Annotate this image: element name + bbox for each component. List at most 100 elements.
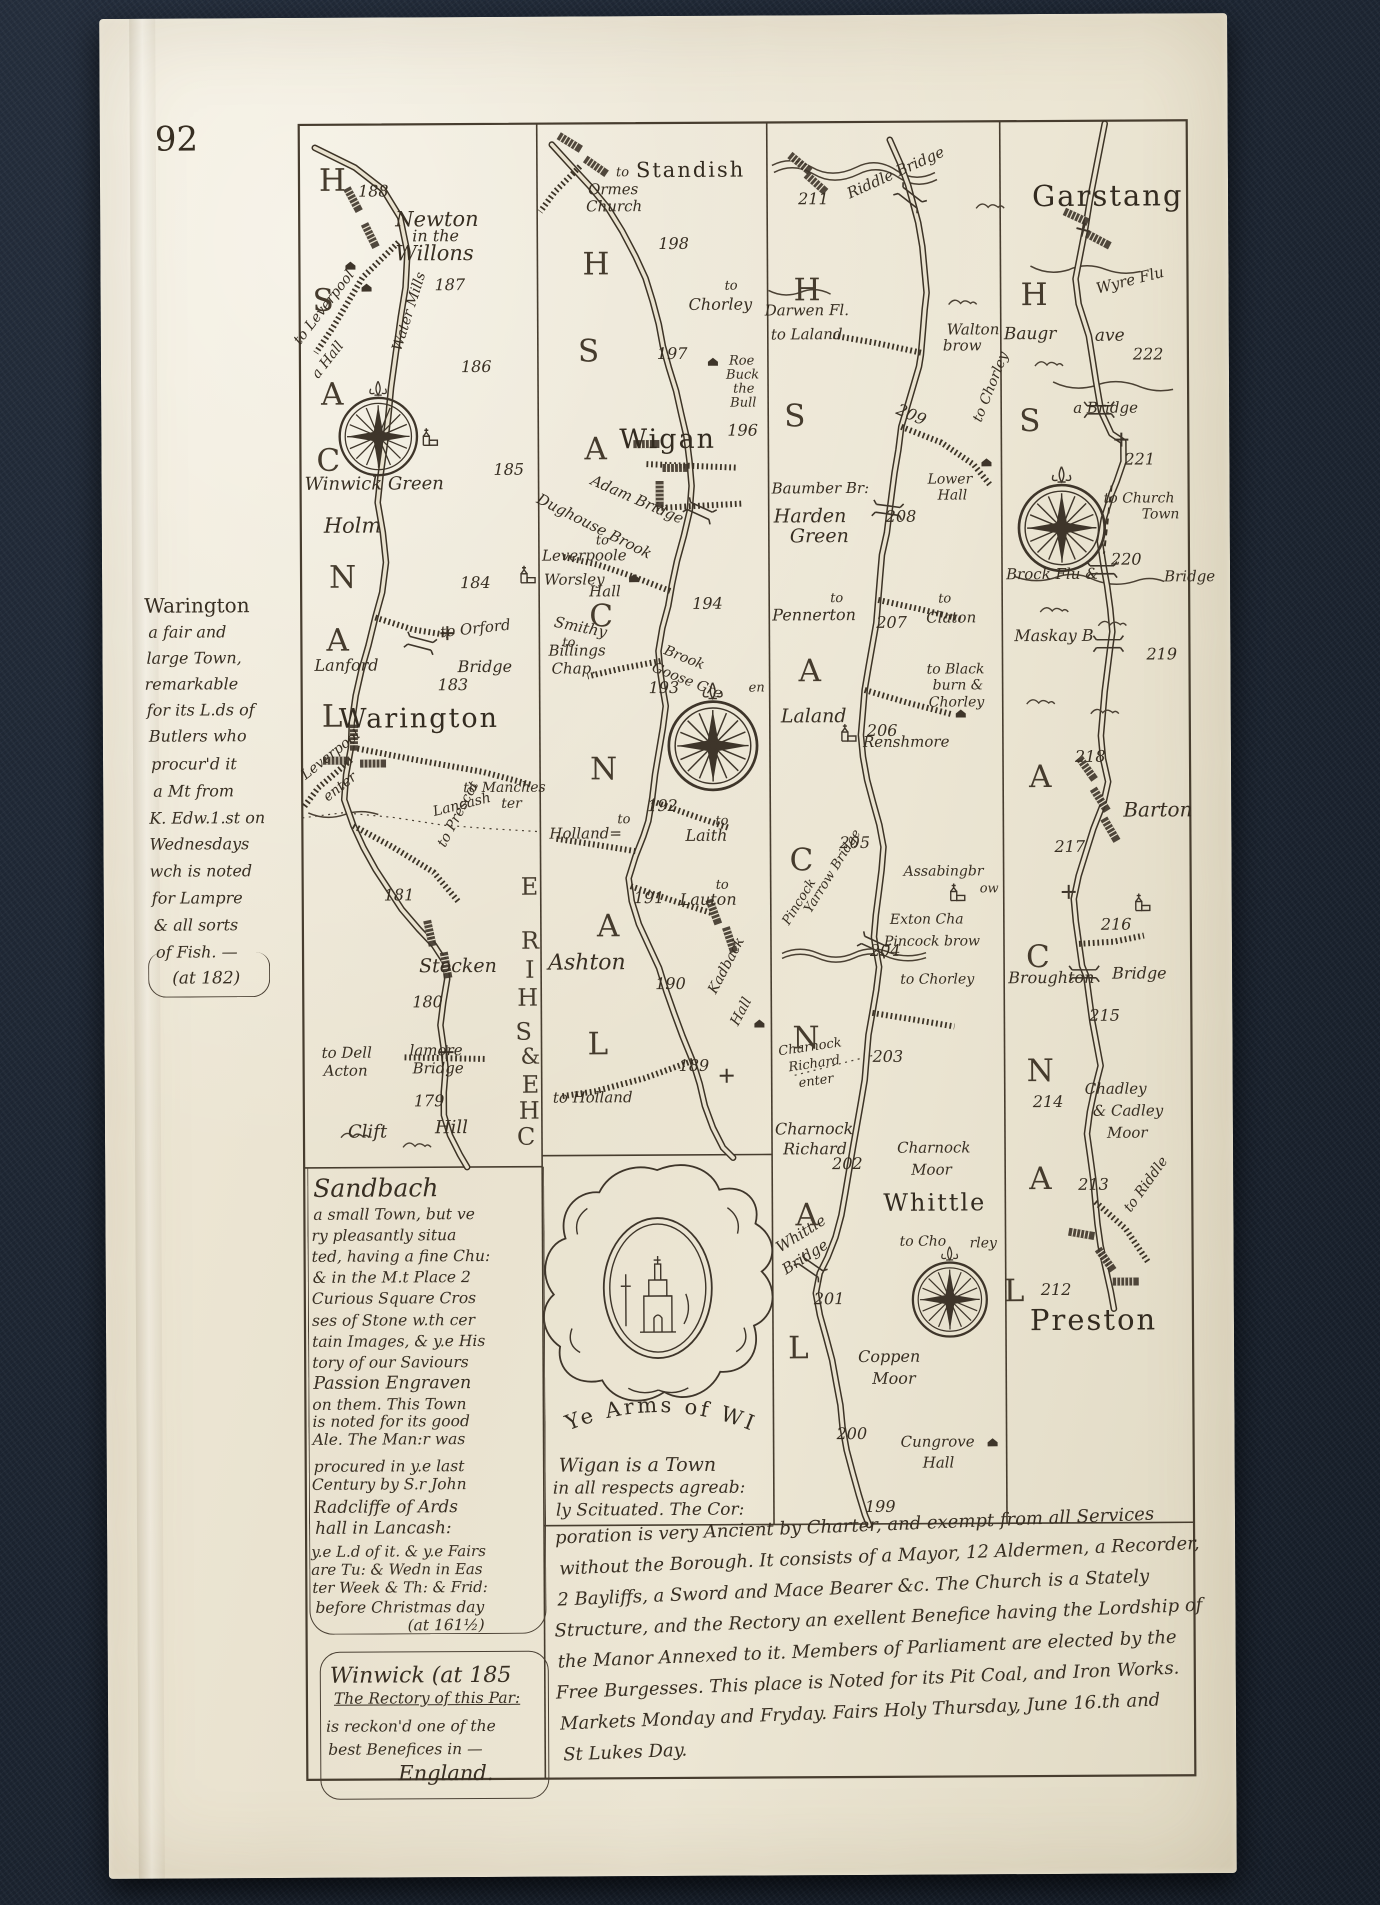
strip3-label: Exton Cha — [889, 911, 964, 928]
margin-note-label: for Lampre — [151, 888, 243, 908]
strip3-label: Baumber Br: — [771, 478, 870, 498]
bridge-icon — [404, 632, 437, 655]
strip2-label: 192 — [647, 795, 678, 816]
strip3-label: Charnock — [897, 1138, 971, 1157]
row-icon — [1113, 1278, 1139, 1286]
strip4-label: Bridge — [1112, 963, 1167, 983]
strip4-label: Chadley — [1084, 1079, 1147, 1098]
strip1-label: 179 — [413, 1091, 445, 1111]
row-icon — [662, 464, 688, 472]
strip1-label: H — [518, 1096, 540, 1125]
margin-note-label: a fair and — [148, 622, 227, 642]
strip3-label: Harden — [773, 505, 847, 528]
strip1-label: Holm — [323, 513, 382, 538]
strip1-label: S — [515, 1017, 532, 1046]
strip4-label: Brock Flu & — [1006, 564, 1099, 584]
row-icon — [583, 156, 609, 177]
strip2-label: Hall — [589, 582, 621, 601]
strip4-label: A — [1029, 1160, 1052, 1198]
strip1-label: 186 — [460, 356, 492, 377]
strip4-label: 216 — [1100, 914, 1132, 934]
strip2-label: Wigan — [619, 423, 717, 456]
strip3-label: Moor — [872, 1368, 916, 1388]
strip3-label: 199 — [864, 1496, 896, 1516]
strip4-label: Maskay B — [1014, 625, 1094, 646]
bld-icon — [362, 284, 372, 292]
strip4-label: 217 — [1054, 836, 1086, 856]
strip1-label: 184 — [460, 572, 491, 593]
strip2-label: Ashton — [548, 950, 626, 976]
strip4-label: 214 — [1032, 1091, 1064, 1112]
strip1-label: Stocken — [419, 954, 497, 978]
strip2-label: Bull — [730, 395, 757, 411]
strip3-label: Cungrove — [900, 1432, 975, 1451]
strip1-label: A — [326, 622, 349, 659]
margin-note-label: large Town, — [146, 648, 242, 668]
strip4-label: & Cadley — [1092, 1101, 1164, 1120]
strip1-label: C — [516, 1122, 536, 1151]
strip3-label: C — [789, 842, 814, 879]
strip3-label: A — [795, 1197, 818, 1234]
strip2-label: L — [587, 1026, 609, 1063]
strip1-label: 180 — [412, 992, 443, 1012]
strip2-label: Ormes — [587, 180, 639, 199]
strip4-label: 212 — [1040, 1279, 1072, 1300]
church-icon — [521, 566, 535, 583]
strip4-label: 215 — [1089, 1005, 1120, 1025]
strip3-label: Assabingbr — [903, 863, 984, 880]
strip4-label: 213 — [1078, 1174, 1109, 1194]
hill-icon — [403, 1143, 431, 1147]
margin-note-bracket — [148, 952, 271, 998]
strip1-label: Clift — [347, 1121, 388, 1143]
strip2-label: H — [582, 246, 610, 283]
margin-note-label: Wednesdays — [149, 834, 250, 854]
margin-note-label: Butlers who — [148, 726, 247, 746]
cartouche-text-label: Wigan is a Town — [558, 1453, 717, 1477]
strip4-label: to Church — [1103, 490, 1175, 507]
strip3-label: Walton — [946, 320, 1000, 339]
strip3-label: Hall — [922, 1453, 955, 1472]
strip3-label: rley — [969, 1235, 997, 1252]
strip2-label: 189 — [678, 1055, 710, 1075]
paper-sheet: 92 — [99, 13, 1237, 1879]
strip1-label: Acton — [323, 1061, 368, 1080]
bld-icon — [988, 1438, 998, 1446]
strip3-label: Green — [789, 525, 849, 548]
strip3-label: 203 — [872, 1046, 904, 1066]
strip1-label: 183 — [437, 675, 469, 695]
strip3-label: 200 — [836, 1423, 868, 1444]
margin-note-label: & all sorts — [153, 915, 239, 935]
strip3-label: Coppen — [858, 1346, 921, 1367]
strip4-label: 218 — [1074, 746, 1106, 766]
strip2-label: 196 — [727, 420, 758, 440]
strip3-label: Pennerton — [772, 605, 856, 625]
strip2-label: 197 — [656, 343, 688, 364]
strip3-label: brow — [942, 336, 982, 355]
bld-icon — [708, 358, 718, 366]
winwick-note-box — [319, 1650, 550, 1800]
sandbach-note-box — [307, 1166, 547, 1635]
strip3-label: 201 — [813, 1289, 845, 1309]
strip3-label: to — [830, 591, 844, 607]
strip1-label: 181 — [383, 885, 415, 905]
strip4-label: Garstang — [1031, 178, 1184, 214]
strip3-label: H — [793, 272, 821, 309]
strip2-label: C — [589, 598, 614, 635]
strip3-label: to — [938, 591, 952, 607]
strip2-label: A — [584, 431, 607, 468]
strip3-label: Laland — [780, 705, 847, 728]
strip1-label: Warington — [338, 702, 500, 735]
strip3-label: 208 — [885, 506, 917, 526]
strip2-label: Chap. — [551, 659, 597, 678]
strip3-label: 202 — [832, 1153, 863, 1174]
strip4-label: Moor — [1106, 1123, 1148, 1142]
strip2-label: Holland= — [549, 824, 622, 843]
strip4-label: S — [1019, 403, 1041, 440]
strip1-label: H — [318, 162, 347, 199]
strip1-label: S — [312, 282, 334, 319]
wigan-arms-icon — [620, 1256, 690, 1333]
strip3-label: Lower — [927, 471, 973, 488]
hill-icon — [949, 300, 977, 304]
wigan-paragraph-label: St Lukes Day. — [562, 1739, 688, 1766]
